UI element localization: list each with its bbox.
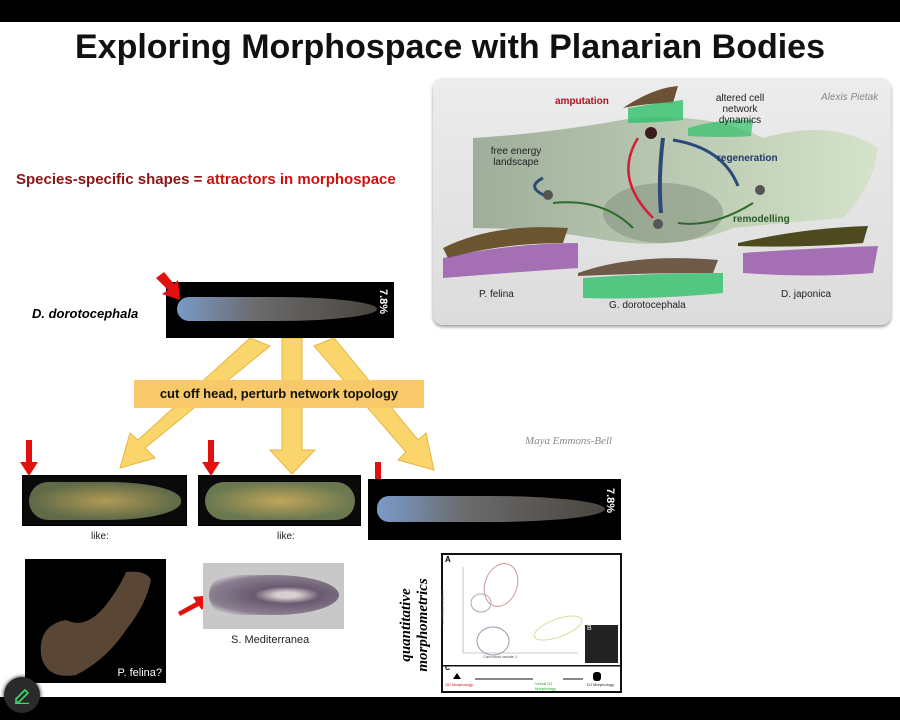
species-label: P. felina xyxy=(479,289,514,300)
like-label: like: xyxy=(91,531,109,542)
altered-network-label: altered cell network dynamics xyxy=(715,93,765,126)
worm-image-original: 7.8% xyxy=(166,282,394,338)
species-name: D. dorotocephala xyxy=(32,306,139,321)
worm-image-headless-1 xyxy=(22,475,187,526)
scale-label: 7.8% xyxy=(377,289,389,315)
flow-arrows xyxy=(119,338,435,475)
canonical-variate-plot xyxy=(443,563,620,681)
y-axis-label: Canonical variate 2 xyxy=(439,590,445,625)
panel-label: B xyxy=(587,625,592,632)
smed-image xyxy=(203,563,344,629)
like-label: like: xyxy=(277,531,295,542)
top-bar xyxy=(0,0,900,22)
morphometrics-figure: A B C Canonical variate 1 Canonical vari… xyxy=(439,553,622,693)
annotate-pen-button[interactable] xyxy=(4,677,40,713)
worm-image-headless-2 xyxy=(198,475,361,526)
amputation-label: amputation xyxy=(555,96,609,107)
red-arrow-icon xyxy=(20,440,38,476)
pfelina-label: P. felina? xyxy=(117,667,162,679)
image-credit: Maya Emmons-Bell xyxy=(525,435,613,447)
regeneration-label: regeneration xyxy=(717,153,778,164)
species-label: G. dorotocephala xyxy=(609,300,686,311)
quantitative-morphometrics-label: quantitative morphometrics xyxy=(398,577,431,672)
bottom-bar xyxy=(0,697,900,720)
slide-title: Exploring Morphospace with Planarian Bod… xyxy=(74,28,825,66)
gd-label: GD Morphology xyxy=(445,682,474,687)
landscape-illustration xyxy=(443,86,878,299)
subtitle: Species-specific shapes = attractors in … xyxy=(16,171,427,188)
panel-label: C xyxy=(445,665,451,672)
figure-credit: Alexis Pietak xyxy=(821,92,879,103)
worm-image-regenerated: 7.8% xyxy=(368,479,621,540)
panel-label: A xyxy=(445,555,451,564)
attractor-landscape-figure: Alexis Pietak amputation altered cell ne… xyxy=(433,78,891,325)
pen-icon xyxy=(15,688,30,704)
dj-label: DJ Morphology xyxy=(587,682,614,687)
scale-label: 7.8% xyxy=(604,488,616,514)
species-label: D. japonica xyxy=(781,289,832,300)
landscape-label: free energy landscape xyxy=(490,146,542,168)
x-axis-label: Canonical variate 1 xyxy=(483,654,518,659)
virtual-label: Virtual DJ Morphology xyxy=(535,681,556,691)
subtitle-part1: Species-specific shapes = xyxy=(16,171,207,188)
pfelina-image: P. felina? xyxy=(25,559,166,683)
smed-label: S. Mediterranea xyxy=(231,634,310,646)
subtitle-part2: attractors in morphospace xyxy=(206,171,396,188)
remodelling-label: remodelling xyxy=(733,214,790,225)
perturbation-banner: cut off head, perturb network topology xyxy=(134,380,424,408)
